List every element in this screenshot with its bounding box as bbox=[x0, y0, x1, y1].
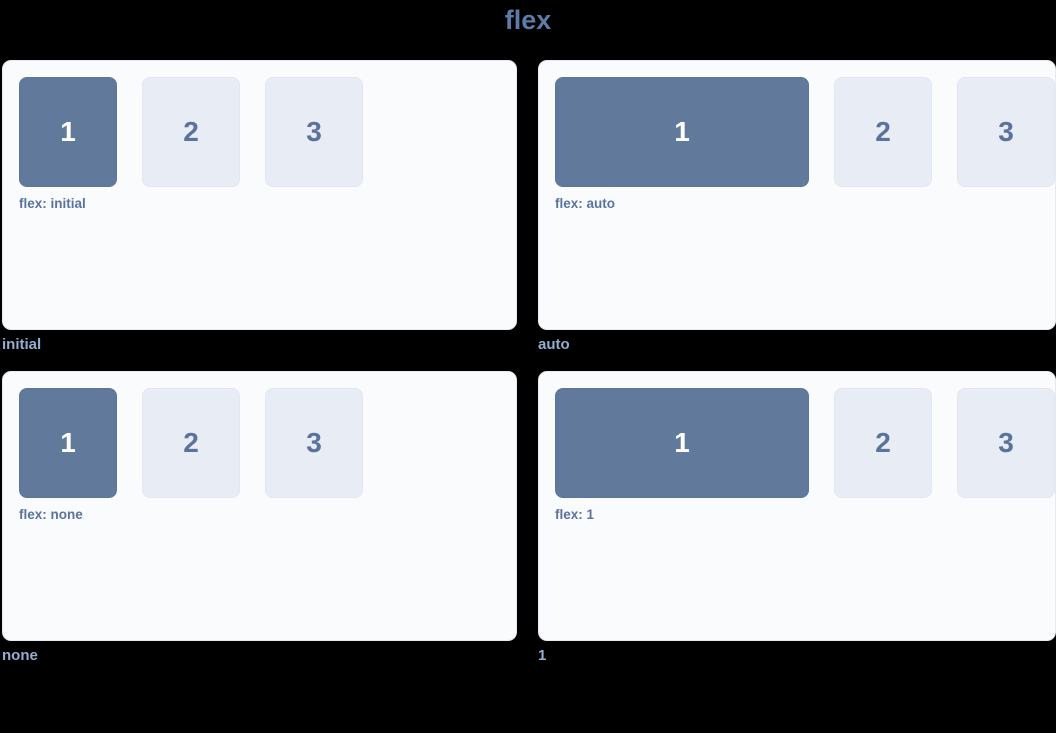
demo-panel-auto: 1 2 3 flex: auto bbox=[538, 60, 1056, 330]
demo-cell-auto: 1 2 3 flex: auto auto bbox=[538, 60, 1056, 353]
flex-container-one: 1 2 3 bbox=[555, 388, 1055, 498]
flex-item-2: 2 bbox=[142, 388, 240, 498]
flex-item-2: 2 bbox=[834, 388, 932, 498]
flex-item-1: 1 bbox=[19, 388, 117, 498]
demo-cell-none: 1 2 3 flex: none none bbox=[2, 371, 517, 664]
flex-item-1: 1 bbox=[19, 77, 117, 187]
demo-cell-one: 1 2 3 flex: 1 1 bbox=[538, 371, 1056, 664]
demo-panel-one: 1 2 3 flex: 1 bbox=[538, 371, 1056, 641]
flex-item-3: 3 bbox=[957, 77, 1055, 187]
flex-container-auto: 1 2 3 bbox=[555, 77, 1055, 187]
code-label: flex: none bbox=[19, 507, 83, 522]
demo-caption: none bbox=[2, 647, 38, 664]
flex-item-2: 2 bbox=[834, 77, 932, 187]
demo-panel-none: 1 2 3 flex: none bbox=[2, 371, 517, 641]
flex-item-3: 3 bbox=[265, 77, 363, 187]
flex-item-1: 1 bbox=[555, 388, 809, 498]
demo-caption: initial bbox=[2, 336, 42, 353]
flex-container-initial: 1 2 3 bbox=[19, 77, 516, 187]
demo-caption: 1 bbox=[538, 647, 547, 664]
flex-item-3: 3 bbox=[265, 388, 363, 498]
demo-panel-initial: 1 2 3 flex: initial bbox=[2, 60, 517, 330]
code-label: flex: 1 bbox=[555, 507, 595, 522]
page-title: flex bbox=[504, 5, 552, 35]
flex-item-2: 2 bbox=[142, 77, 240, 187]
flex-item-3: 3 bbox=[957, 388, 1055, 498]
flex-container-none: 1 2 3 bbox=[19, 388, 516, 498]
demo-caption: auto bbox=[538, 336, 570, 353]
flex-item-1: 1 bbox=[555, 77, 809, 187]
code-label: flex: auto bbox=[555, 196, 616, 211]
flex-demo-grid: 1 2 3 flex: initial initial 1 2 3 flex: … bbox=[0, 41, 1056, 733]
code-label: flex: initial bbox=[19, 196, 86, 211]
demo-cell-initial: 1 2 3 flex: initial initial bbox=[2, 60, 517, 353]
